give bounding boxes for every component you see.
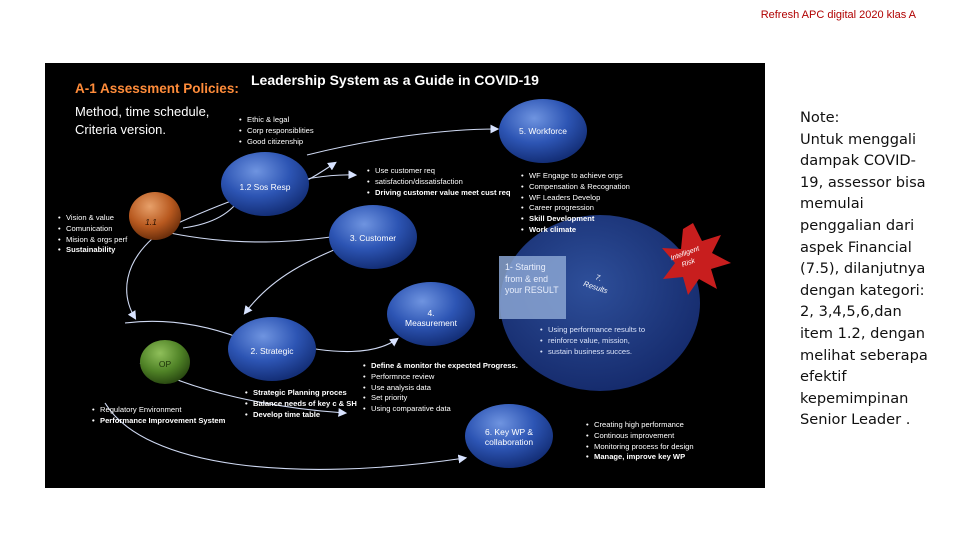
list-item: Using comparative data: [363, 404, 518, 415]
list-item: Develop time table: [245, 410, 357, 421]
note-line: dampak COVID-: [800, 152, 916, 170]
policies-title: A-1 Assessment Policies:: [75, 81, 239, 96]
list-progress: Define & monitor the expected Progress. …: [362, 361, 518, 415]
note-line: penggalian dari: [800, 216, 915, 234]
node-customer-label: 3. Customer: [349, 233, 397, 243]
list-item: WF Engage to achieve orgs: [521, 171, 630, 182]
list-item: Sustainability: [58, 245, 127, 256]
list-item: sustain business succes.: [540, 347, 645, 358]
list-item: Regulatory Environment: [92, 405, 225, 416]
note-line: Senior Leader .: [800, 411, 911, 429]
note-text: Note: Untuk menggali dampak COVID- 19, a…: [800, 107, 940, 431]
list-item: Ethic & legal: [239, 115, 314, 126]
list-item: Performnce review: [363, 372, 518, 383]
list-measurement: Using performance results to reinforce v…: [539, 325, 645, 357]
list-item: Define & monitor the expected Progress.: [363, 361, 518, 372]
list-item: Strategic Planning proces: [245, 388, 357, 399]
list-item: Good citizenship: [239, 137, 314, 148]
diagram-title: Leadership System as a Guide in COVID-19: [251, 72, 539, 88]
note-line: Untuk menggali: [800, 130, 917, 148]
risk-star: [662, 223, 731, 295]
list-item: Career progression: [521, 203, 630, 214]
list-item: Continous improvement: [586, 431, 694, 442]
list-sos-resp: Ethic & legal Corp responsiblities Good …: [238, 115, 314, 147]
node-op-label: OP: [158, 359, 172, 369]
note-line: 2, 3,4,5,6,dan: [800, 303, 902, 321]
list-item: Creating high performance: [586, 420, 694, 431]
node-keywp: [465, 404, 553, 468]
list-item: Work climate: [521, 225, 630, 236]
list-item: Performance Improvement System: [92, 416, 225, 427]
note-line: melihat seberapa: [800, 346, 928, 364]
policies-line-1: Method, time schedule,: [75, 104, 210, 119]
list-op: Regulatory Environment Performance Impro…: [91, 405, 225, 427]
list-item: reinforce value, mission,: [540, 336, 645, 347]
list-strategic: Strategic Planning proces Balance needs …: [244, 388, 357, 420]
node-strategic: [228, 317, 316, 381]
node-measurement: [387, 282, 475, 346]
list-item: WF Leaders Develop: [521, 193, 630, 204]
node-measurement-label: 4.Measurement: [405, 308, 457, 328]
note-line: memulai: [800, 195, 864, 213]
starting-box: [499, 256, 566, 319]
list-item: Skill Development: [521, 214, 630, 225]
node-workforce: [499, 99, 587, 163]
header-title: Refresh APC digital 2020 klas A: [760, 9, 916, 21]
list-keywp: Creating high performance Continous impr…: [585, 420, 694, 463]
list-workforce: WF Engage to achieve orgs Compensation &…: [520, 171, 630, 236]
note-line: dengan kategori:: [800, 281, 925, 299]
diagram-slide: A-1 Assessment Policies: Method, time sc…: [45, 63, 765, 488]
list-item: Mision & orgs perf: [58, 235, 127, 246]
list-item: Use customer req: [367, 166, 510, 177]
note-line: Note:: [800, 109, 840, 126]
node-keywp-label: 6. Key WP &collaboration: [484, 427, 534, 447]
policies-line-2: Criteria version.: [75, 122, 167, 137]
list-item: Compensation & Recognation: [521, 182, 630, 193]
node-op: [140, 340, 190, 384]
list-item: Set priority: [363, 393, 518, 404]
list-item: Balance needs of key c & SH: [245, 399, 357, 410]
node-sos-label: 1.2 Sos Resp: [239, 182, 291, 192]
note-line: efektif: [800, 368, 847, 386]
list-item: satisfaction/dissatisfaction: [367, 177, 510, 188]
node-1-1: [129, 192, 181, 240]
list-item: Using performance results to: [540, 325, 645, 336]
list-customer: Use customer req satisfaction/dissatisfa…: [366, 166, 510, 198]
list-item: Vision & value: [58, 213, 127, 224]
note-line: kepemimpinan: [800, 389, 909, 407]
list-item: Comunication: [58, 224, 127, 235]
note-line: (7.5), dilanjutnya: [800, 260, 926, 278]
note-line: item 1.2, dengan: [800, 324, 926, 342]
node-customer: [329, 205, 417, 269]
list-item: Corp responsiblities: [239, 126, 314, 137]
list-item: Driving customer value meet cust req: [367, 188, 510, 199]
node-workforce-label: 5. Workforce: [518, 126, 568, 136]
list-item: Manage, improve key WP: [586, 452, 694, 463]
list-leadership: Vision & value Comunication Mision & org…: [57, 213, 127, 256]
node-1-1-label: 1.1: [145, 217, 157, 227]
note-line: 19, assessor bisa: [800, 173, 926, 191]
node-sos-resp: [221, 152, 309, 216]
note-line: aspek Financial: [800, 238, 912, 256]
list-item: Monitoring process for design: [586, 442, 694, 453]
node-strategic-label: 2. Strategic: [250, 346, 294, 356]
list-item: Use analysis data: [363, 383, 518, 394]
